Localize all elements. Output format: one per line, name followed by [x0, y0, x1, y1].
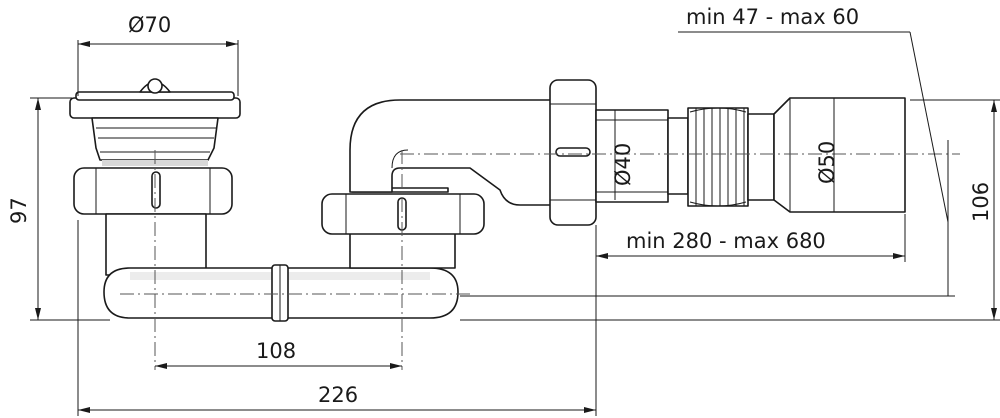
- dim-spacing: [155, 363, 402, 369]
- label-range-top: min 47 - max 60: [686, 5, 859, 29]
- corrugated-hose: [687, 107, 775, 207]
- label-height-right: 106: [969, 182, 993, 222]
- left-union-nut: [73, 167, 233, 215]
- end-pipe: [773, 97, 906, 213]
- dim-height-right: [460, 99, 1000, 321]
- socket-pipe: [595, 109, 689, 203]
- outlet-elbow-pipe: [349, 99, 553, 206]
- right-union-nut: [321, 193, 485, 235]
- label-height-left: 97: [7, 197, 31, 224]
- label-range-bottom: min 280 - max 680: [626, 229, 826, 253]
- trap-clamp-ring: [271, 264, 289, 322]
- label-drain-diameter: Ø70: [128, 13, 171, 37]
- outlet-union-nut: [549, 79, 597, 226]
- label-pipe-small-diameter: Ø40: [611, 143, 635, 186]
- dim-range-top: [678, 31, 949, 223]
- label-spacing: 108: [256, 339, 296, 363]
- label-total-length: 226: [318, 383, 358, 407]
- label-pipe-large-diameter: Ø50: [815, 141, 839, 184]
- dim-range-bottom: [595, 214, 906, 262]
- left-vertical-pipe: [105, 213, 207, 276]
- dim-height-left: [30, 97, 110, 321]
- centre-lines: [120, 150, 960, 370]
- dim-drain-diameter: [77, 40, 239, 96]
- dim-total-length: [77, 220, 597, 416]
